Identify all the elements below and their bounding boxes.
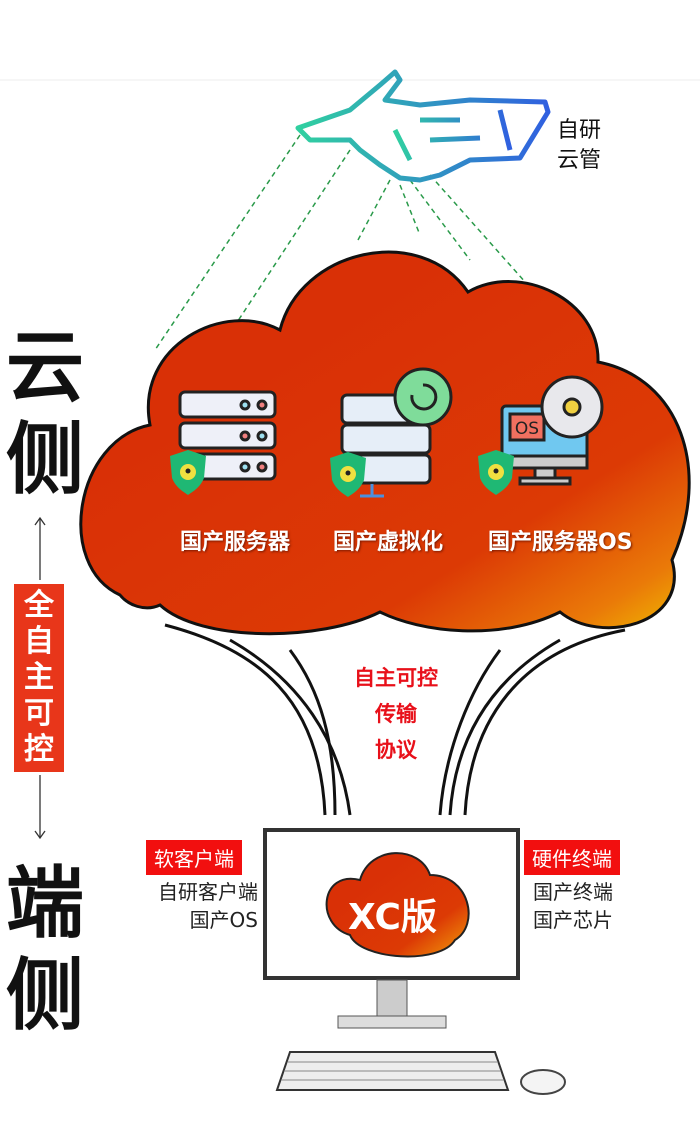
monitor-icon [263,828,520,1029]
end-side-label: 端 侧 [0,858,90,1042]
autonomy-label: 全 自 主 可 控 [14,584,64,772]
end-side-char: 侧 [5,951,84,1041]
os-monitor-icon: OS [500,375,604,486]
soft-client-items: 自研客户端 国产OS [158,878,258,934]
cloud-manager-line2: 云管 [557,148,602,173]
protocol-label: 自主可控 传输 协议 [326,660,466,768]
cloud-side-char: 侧 [5,415,84,505]
protocol-line: 协议 [375,738,417,762]
virtualization-server-icon [340,367,453,498]
cloud-side-char: 云 [5,323,84,413]
mouse-icon [520,1069,566,1095]
robot-hand-icon [295,69,551,183]
hard-terminal-item: 国产终端 [533,880,613,904]
soft-client-item: 自研客户端 [158,880,258,904]
keyboard-icon [275,1051,510,1091]
autonomy-char: 自 [24,624,54,659]
xc-edition-badge: XC版 [348,897,437,938]
autonomy-char: 全 [24,588,54,623]
soft-client-item: 国产OS [189,908,258,932]
soft-client-tag: 软客户端 [146,840,242,875]
hard-terminal-items: 国产终端 国产芯片 [533,878,613,934]
cloud-side-label: 云 侧 [0,322,90,506]
cloud-item-label: 国产虚拟化 [333,530,444,555]
protocol-line: 自主可控 [354,666,438,690]
autonomy-char: 可 [24,696,54,731]
end-side-char: 端 [5,859,84,949]
protocol-line: 传输 [375,702,417,726]
cloud-item-label: 国产服务器OS [488,530,633,555]
cloud-manager-line1: 自研 [557,118,602,143]
svg-text:OS: OS [515,419,539,439]
cloud-manager-label: 自研 云管 [557,116,601,176]
autonomy-char: 控 [24,732,54,767]
autonomy-char: 主 [24,660,54,695]
hard-terminal-tag: 硬件终端 [524,840,620,875]
cloud-item-label: 国产服务器 [180,530,291,555]
bidirectional-arrow [34,516,46,840]
flow-lines [164,623,626,816]
hard-terminal-item: 国产芯片 [533,908,613,932]
